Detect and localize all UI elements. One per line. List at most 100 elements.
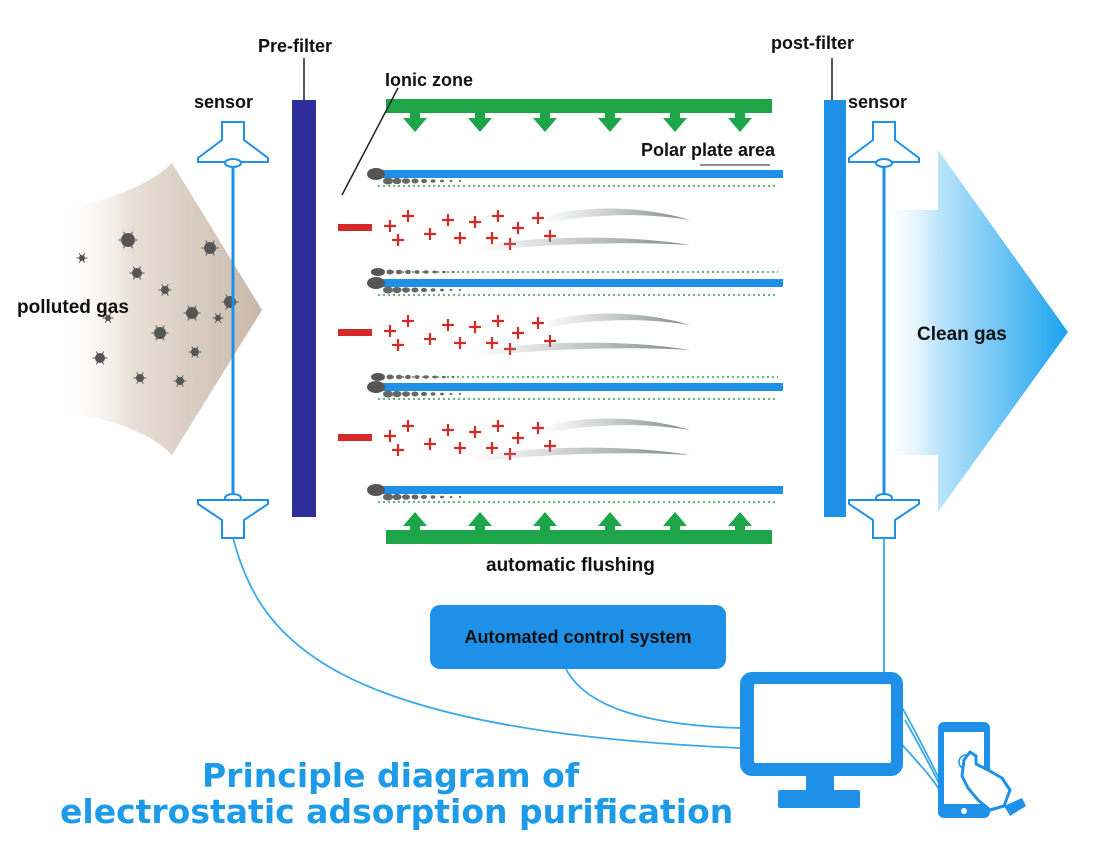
pollutant-particles — [76, 231, 239, 387]
post-filter-bar — [824, 100, 846, 517]
clean-gas-label: Clean gas — [917, 324, 1007, 345]
pollutant-spike — [81, 252, 86, 259]
ion-charge-plus — [512, 222, 524, 234]
pollutant-spike — [214, 312, 219, 319]
flush-arrow-down — [663, 113, 687, 132]
ion-charge-plus — [402, 420, 414, 432]
polluted-gas-arrow — [60, 163, 262, 455]
flush-arrow-down — [403, 113, 427, 132]
flushing-bar-bottom — [386, 530, 772, 544]
ion-charge-plus — [454, 232, 466, 244]
ion-charge-plus — [454, 337, 466, 349]
pollutant-spike — [214, 317, 219, 324]
ion-charge-plus — [424, 333, 436, 345]
pollutant-spike — [194, 351, 199, 358]
pollutant-spike — [179, 375, 184, 382]
pollutant-spike — [104, 312, 109, 319]
dust-deposit — [430, 288, 436, 292]
pollutant-spike — [217, 317, 222, 324]
dust-deposit — [430, 495, 436, 499]
pollutant-spike — [127, 231, 134, 241]
particle-streak — [540, 313, 690, 329]
dust-deposit — [449, 392, 453, 396]
title-line-1: Principle diagram of — [202, 756, 580, 795]
dust-deposit — [367, 168, 385, 180]
flush-arrow-up — [728, 512, 752, 530]
dust-deposit — [458, 180, 462, 182]
dust-deposit — [442, 375, 446, 379]
negative-electrode — [338, 434, 372, 441]
ion-charge-plus — [442, 424, 454, 436]
pollutant-spike — [122, 231, 129, 241]
pollutant-spike — [159, 332, 165, 341]
dust-deposit — [395, 269, 403, 275]
ion-charge-plus — [469, 426, 481, 438]
flush-arrow-up — [403, 512, 427, 530]
automated-control-system-box: Automated control system — [430, 605, 726, 669]
polluted-gas-label: polluted gas — [17, 297, 129, 318]
pollutant-spike — [139, 372, 144, 379]
dust-deposit — [367, 484, 385, 496]
dust-deposit — [442, 270, 446, 274]
pre-filter-bar — [292, 100, 316, 517]
ion-charge-plus — [469, 321, 481, 333]
dust-deposit — [383, 286, 393, 294]
pollutant-spike — [191, 312, 197, 321]
dust-deposit — [383, 177, 393, 185]
ion-charge-plus — [392, 234, 404, 246]
dust-deposit — [392, 390, 402, 398]
pollutant-spike — [127, 239, 134, 249]
particle-streak — [540, 418, 690, 434]
dust-deposit — [371, 373, 385, 381]
dust-deposit — [421, 287, 427, 293]
dust-deposit — [383, 390, 393, 398]
dust-deposit — [451, 375, 455, 379]
pollutant-spike — [132, 272, 138, 280]
ion-charge-plus — [454, 442, 466, 454]
dust-deposit — [414, 270, 420, 274]
dust-deposit — [402, 178, 410, 184]
polar-plate-area-label: Polar plate area — [641, 140, 776, 160]
pollutant-spike — [217, 312, 222, 319]
dust-deposit — [433, 270, 437, 274]
dust-deposit — [402, 287, 410, 293]
dust-deposit — [367, 277, 385, 289]
sensor-right — [848, 121, 920, 539]
flush-arrow-down — [728, 113, 752, 132]
clean-gas-arrow — [880, 150, 1068, 512]
flush-arrow-up — [533, 512, 557, 530]
pollutant-spike — [155, 325, 161, 334]
pollutant-spike — [209, 247, 215, 256]
dust-deposit — [449, 495, 453, 499]
ion-charge-plus — [392, 444, 404, 456]
dust-deposit — [402, 494, 410, 500]
pollutant-spike — [225, 294, 231, 303]
polar-plates — [367, 168, 783, 503]
dust-deposit — [421, 178, 427, 184]
ion-charge-plus — [392, 339, 404, 351]
ion-charge-plus — [402, 315, 414, 327]
pollutant-spike — [136, 272, 142, 280]
dust-deposit — [449, 288, 453, 292]
ion-charge-plus — [384, 430, 396, 442]
pollutant-spike — [95, 351, 101, 359]
sensor-left — [197, 121, 269, 539]
pollutant-spike — [187, 305, 193, 314]
pollutant-spike — [191, 305, 197, 314]
ion-charge-plus — [384, 325, 396, 337]
ion-charge-plus — [486, 337, 498, 349]
pre-filter-label: Pre-filter — [258, 36, 333, 56]
dust-deposit — [383, 493, 393, 501]
dust-deposit — [458, 289, 462, 291]
pollutant-spike — [136, 377, 141, 384]
ion-charge-plus — [402, 210, 414, 222]
pollutant-spike — [78, 252, 83, 259]
ionic-zone-leader — [341, 87, 399, 196]
dust-deposit — [405, 269, 411, 275]
flushing-arrows-bottom — [403, 512, 752, 530]
dust-deposit — [411, 287, 419, 293]
dust-deposit — [440, 392, 444, 396]
pollutant-spike — [139, 377, 144, 384]
